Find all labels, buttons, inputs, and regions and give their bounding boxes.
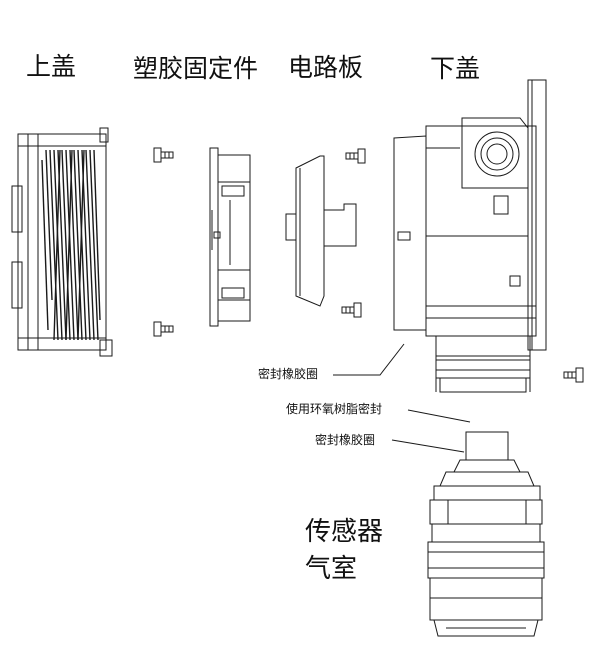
sensor-chamber-drawing — [427, 431, 545, 637]
label-upper-cover: 上盖 — [26, 52, 77, 81]
label-seal-ring-2: 密封橡胶圈 — [315, 433, 376, 447]
upper-cover-drawing — [11, 127, 113, 357]
label-lower-cover: 下盖 — [430, 54, 481, 83]
label-circuit-board: 电路板 — [288, 53, 364, 82]
screw-3 — [345, 148, 366, 164]
label-sensor-line1: 传感器 — [305, 517, 384, 547]
label-plastic-fixture: 塑胶固定件 — [133, 54, 259, 83]
leader-seal-ring-2 — [391, 439, 465, 453]
label-seal-ring-1: 密封橡胶圈 — [258, 367, 319, 381]
screw-1 — [153, 147, 174, 163]
circuit-board-drawing — [285, 155, 357, 307]
upper-cover-thread — [41, 149, 101, 341]
lower-cover-drawing — [393, 79, 547, 393]
label-epoxy-seal: 使用环氧树脂密封 — [286, 402, 383, 416]
screw-4 — [341, 302, 362, 318]
screw-2 — [153, 321, 174, 337]
leader-seal-ring-1 — [333, 343, 405, 376]
plastic-fixture-drawing — [209, 147, 251, 327]
upper-cover-outline — [17, 133, 107, 351]
screw-5 — [563, 367, 584, 383]
leader-epoxy-seal — [407, 409, 471, 423]
label-sensor-line2: 气室 — [305, 554, 358, 584]
